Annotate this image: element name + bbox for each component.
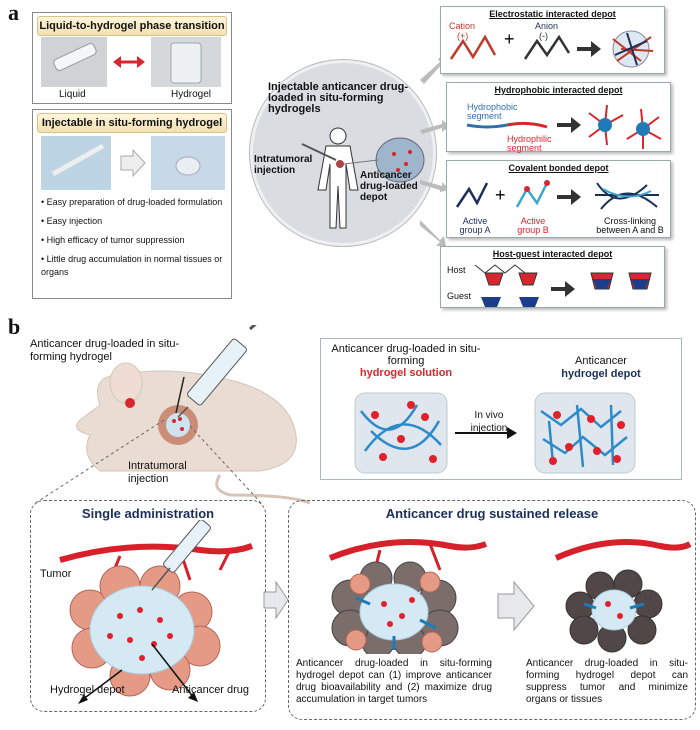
solution-emph: hydrogel solution [359, 367, 453, 379]
bullet-item: • Easy injection [41, 216, 103, 226]
phase-transition-box: Liquid-to-hydrogel phase transition Liqu… [32, 12, 232, 104]
right-arrow-icon [120, 148, 146, 178]
syringe-icon [301, 143, 337, 161]
vials-photo [41, 37, 221, 87]
release-text-right: Anticancer drug-loaded in situ-forming h… [526, 658, 688, 705]
host-guest-title: Host-guest interacted depot [492, 249, 613, 259]
tumor-illustration [59, 520, 254, 704]
anticancer-drug-label: Anticancer drug [172, 684, 250, 696]
arrow-right-icon [577, 41, 601, 57]
transition-box: Anticancer drug-loaded in situ-forming h… [320, 338, 682, 480]
intratumoral-label-a: Intratumoral injection [254, 154, 313, 176]
hydrophilic-segment-label: Hydrophilic segment [507, 134, 552, 153]
depot-label-a: Anticancer drug-loaded depot [360, 170, 418, 203]
injectable-title: Injectable in situ-forming hydrogel [37, 113, 227, 133]
depot-emph: hydrogel depot [561, 368, 641, 380]
covalent-title: Covalent bonded depot [508, 163, 609, 173]
progress-arrow-icon [497, 580, 535, 632]
in-vivo-label: In vivo injection [470, 410, 508, 434]
sustained-release-box [288, 500, 696, 720]
cation-label: Cation [449, 21, 476, 31]
zoom-lines [33, 419, 263, 505]
syringe-label-b: Anticancer drug-loaded in situ-forming h… [30, 338, 180, 363]
active-group-a-label: Active group A [459, 216, 491, 235]
covalent-diagram: + [455, 180, 659, 210]
human-figure [301, 127, 425, 229]
cation-sign: (+) [457, 31, 469, 41]
sustained-release-title: Anticancer drug sustained release [385, 506, 599, 521]
anion-sign: (-) [539, 31, 548, 41]
release-illustration [328, 539, 692, 654]
electrostatic-title: Electrostatic interacted depot [489, 9, 616, 19]
hydrophobic-box: Hydrophobic interacted depot Hydrophobic… [446, 82, 671, 153]
big-arrow-icon [263, 580, 289, 620]
solution-title: Anticancer drug-loaded in situ-forming h… [331, 343, 481, 379]
injection-photos [41, 136, 225, 190]
tumor-label: Tumor [40, 568, 72, 580]
panel-b-letter: b [8, 314, 21, 339]
single-admin-title: Single administration [81, 506, 215, 521]
host-guest-diagram [474, 264, 652, 307]
intratumoral-label-b: Intratumoral injection [128, 460, 187, 485]
covalent-box: Covalent bonded depot + Active group A A… [446, 160, 671, 238]
panel-a-letter: a [8, 0, 19, 25]
hydrophobic-title: Hydrophobic interacted depot [494, 85, 623, 95]
syringe-icon [151, 520, 211, 591]
bullet-item: • Little drug accumulation in normal tis… [41, 254, 223, 277]
active-group-b-label: Active group B [517, 216, 549, 235]
plus-icon: + [504, 29, 515, 49]
host-label: Host [447, 265, 466, 275]
anion-label: Anion [535, 21, 559, 31]
depot-title: Anticancer hydrogel depot [561, 355, 641, 380]
transition-diagram [354, 392, 636, 474]
host-guest-box: Host-guest interacted depot Host Guest [440, 246, 665, 308]
bullet-item: • Easy preparation of drug-loaded formul… [41, 197, 223, 207]
liquid-label: Liquid [59, 89, 86, 100]
hydrophobic-diagram [466, 104, 662, 149]
crosslinking-label: Cross-linking between A and B [596, 216, 664, 235]
mouse-illustration [76, 325, 311, 505]
bullet-list: • Easy preparation of drug-loaded formul… [41, 196, 229, 279]
electrostatic-box: Electrostatic interacted depot + Cation … [440, 6, 665, 74]
syringe-icon [177, 325, 257, 418]
hydrophobic-segment-label: Hydrophobic segment [467, 102, 518, 121]
electrostatic-diagram: + [449, 29, 654, 68]
phase-transition-title: Liquid-to-hydrogel phase transition [37, 16, 227, 36]
hydrogel-depot-label: Hydrogel depot [50, 684, 125, 696]
injectable-box: Injectable in situ-forming hydrogel • Ea… [32, 109, 232, 299]
hydrogel-label: Hydrogel [171, 89, 212, 100]
double-arrow-icon [113, 56, 145, 68]
guest-label: Guest [447, 291, 472, 301]
release-text-left: Anticancer drug-loaded in situ-forming h… [296, 658, 492, 705]
bullet-item: • High efficacy of tumor suppression [41, 235, 185, 245]
circle-title: Injectable anticancer drug-loaded in sit… [268, 81, 408, 115]
svg-text:+: + [495, 185, 506, 205]
